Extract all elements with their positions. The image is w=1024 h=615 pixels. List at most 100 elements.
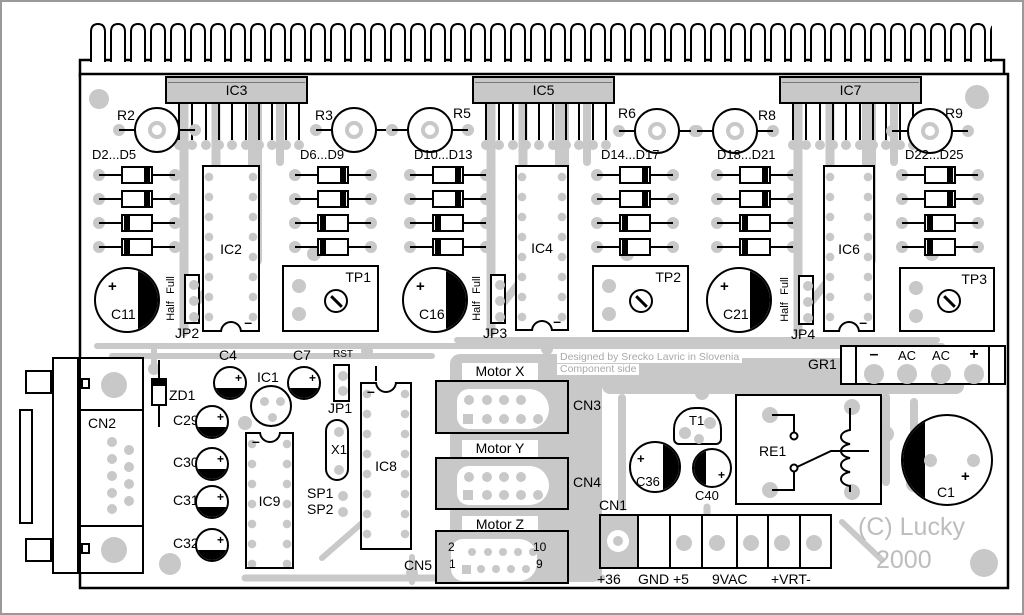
polarity-band bbox=[138, 269, 158, 331]
pin-pad bbox=[743, 535, 759, 551]
diode-group-label: D6...D9 bbox=[300, 147, 345, 162]
pin-pad bbox=[516, 472, 526, 482]
pad bbox=[189, 280, 199, 290]
jumper-jp4 bbox=[798, 275, 814, 325]
pin-pad bbox=[107, 437, 117, 447]
pin-pad bbox=[107, 488, 117, 498]
copyright-line2: 2000 bbox=[876, 546, 932, 574]
rectifier-label-gr1: GR1 bbox=[808, 356, 837, 372]
jumper-jp2 bbox=[184, 274, 200, 324]
pin-pad bbox=[260, 397, 269, 406]
polarity-plus: + bbox=[216, 452, 224, 466]
pin-pad bbox=[276, 397, 285, 406]
capacitor-c7: + bbox=[287, 366, 321, 400]
polarity-plus: + bbox=[961, 468, 970, 485]
pin-pad bbox=[499, 395, 509, 405]
connector-cn4 bbox=[435, 457, 569, 510]
pad bbox=[495, 296, 505, 306]
pad bbox=[803, 313, 813, 323]
polarity-band bbox=[903, 416, 925, 504]
motor-y-title: Motor Y bbox=[462, 440, 538, 457]
capacitor-c36: + C36 bbox=[629, 441, 681, 493]
polarity-band bbox=[197, 550, 227, 560]
cap-label: C36 bbox=[636, 474, 660, 489]
pin-pad bbox=[484, 548, 492, 556]
pin-pad bbox=[516, 414, 526, 424]
divider bbox=[669, 516, 671, 567]
pin-pad bbox=[533, 490, 543, 500]
screw-slot bbox=[330, 295, 343, 308]
motor-x-title: Motor X bbox=[462, 363, 538, 380]
polarity-band bbox=[289, 388, 319, 398]
capacitor-c11: + C11 bbox=[94, 267, 160, 333]
trimmer-screw bbox=[324, 289, 348, 313]
pad bbox=[338, 371, 348, 381]
pad bbox=[909, 309, 923, 323]
cap-label-c32: C32 bbox=[173, 535, 199, 551]
polarity-band bbox=[197, 469, 227, 479]
pin-pad bbox=[529, 548, 537, 556]
polarity-plus: + bbox=[234, 371, 242, 385]
package-line bbox=[475, 82, 612, 83]
capacitor-c29: + bbox=[195, 405, 229, 439]
resistor-label-r3: R3 bbox=[315, 107, 333, 123]
capacitor-c32: + bbox=[195, 528, 229, 562]
polarity-band bbox=[694, 450, 706, 486]
copyright-line1: (C) Lucky bbox=[858, 513, 965, 541]
diode-group-label: D10...D13 bbox=[414, 147, 473, 162]
pin-pad bbox=[124, 462, 134, 472]
zd1-body bbox=[151, 360, 167, 427]
ic-label: IC2 bbox=[220, 240, 242, 257]
terminal-label-5v: +5 bbox=[673, 571, 689, 587]
pin-pad bbox=[679, 427, 691, 439]
polarity-minus: – bbox=[553, 313, 561, 329]
diode-group-label: D18...D21 bbox=[717, 147, 776, 162]
ic-label: IC5 bbox=[532, 82, 555, 98]
pin-pad bbox=[774, 535, 790, 551]
pad bbox=[334, 465, 344, 475]
terminal-minus: – bbox=[869, 346, 879, 363]
polarity-plus: + bbox=[717, 468, 725, 482]
pin-pad bbox=[864, 364, 884, 384]
pin-pad bbox=[107, 454, 117, 464]
sp2-label: SP2 bbox=[307, 501, 334, 517]
terminal-label-vrt: +VRT- bbox=[771, 571, 811, 587]
end-cap-line bbox=[855, 347, 857, 383]
capacitor-c40: + bbox=[692, 448, 732, 488]
sp-pads bbox=[338, 491, 348, 517]
package-line bbox=[168, 82, 305, 83]
divider bbox=[81, 409, 142, 411]
pin-pad bbox=[964, 364, 984, 384]
pad bbox=[292, 279, 306, 293]
ic-label: IC4 bbox=[531, 240, 553, 256]
jumper-mode-half: Half bbox=[471, 301, 483, 321]
pin-pad bbox=[107, 504, 117, 514]
transistor-t1: T1 bbox=[673, 407, 722, 445]
pad bbox=[334, 427, 344, 437]
cn2-body: CN2 bbox=[79, 357, 144, 574]
pad bbox=[602, 307, 616, 321]
capacitor-c1: + C1 bbox=[901, 414, 993, 506]
pad bbox=[189, 296, 199, 306]
power-ic-ic5: IC5 bbox=[472, 76, 615, 104]
pin-pad bbox=[107, 471, 117, 481]
dip-notch bbox=[220, 321, 242, 332]
connector-cn5: 2 10 1 9 bbox=[435, 530, 569, 584]
end-cap-line bbox=[988, 347, 990, 383]
pin1-pad bbox=[462, 565, 471, 574]
pin-number: 1 bbox=[449, 557, 456, 571]
polarity-plus: + bbox=[637, 451, 645, 466]
pin-pad bbox=[924, 454, 937, 467]
terminal-label-36v: +36 bbox=[597, 571, 621, 587]
trimmer-screw bbox=[629, 289, 653, 313]
polarity-band bbox=[663, 443, 679, 491]
jp1-rst-label: RST bbox=[333, 349, 353, 360]
cap-label-c31: C31 bbox=[173, 492, 199, 508]
pin-pad bbox=[124, 496, 134, 506]
dip-ic6: IC6 – bbox=[823, 165, 875, 332]
screw-slot bbox=[635, 295, 648, 308]
cn2-screw-hole bbox=[101, 537, 127, 563]
pin-number: 10 bbox=[533, 540, 547, 554]
polarity-minus: – bbox=[244, 314, 252, 330]
relay-symbol bbox=[762, 399, 869, 500]
